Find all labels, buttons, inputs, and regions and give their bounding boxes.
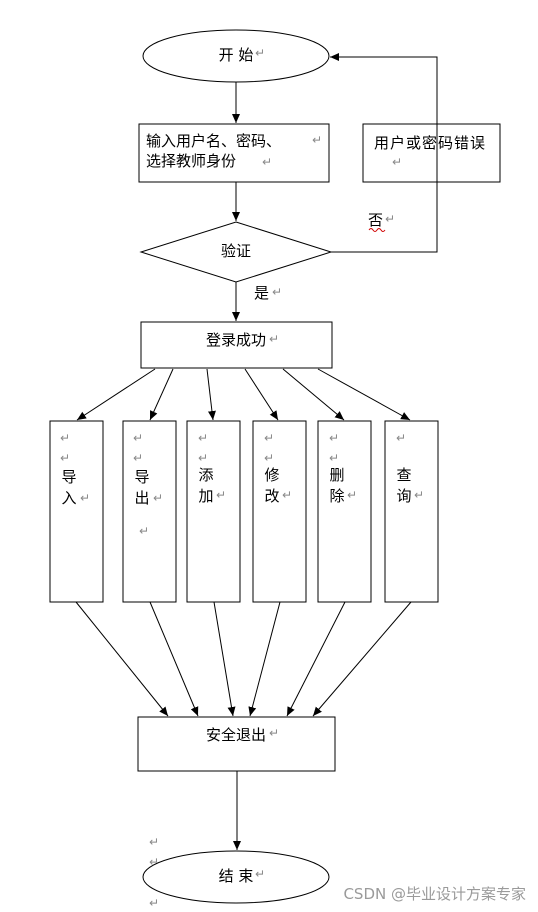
paragraph-mark: ↵ xyxy=(216,488,227,502)
modify-label: 修改 xyxy=(264,466,280,505)
end-label: 结 束 xyxy=(218,867,254,885)
edge-success-to-delete xyxy=(282,368,345,421)
paragraph-mark: ↵ xyxy=(272,285,283,299)
export-label: 导出 xyxy=(134,468,150,507)
end-terminal xyxy=(142,850,330,904)
paragraph-mark: ↵ xyxy=(255,46,266,60)
paragraph-mark: ↵ xyxy=(396,431,407,445)
paragraph-mark: ↵ xyxy=(60,451,71,465)
paragraph-mark: ↵ xyxy=(347,488,358,502)
edge-export-to-exit xyxy=(149,601,199,717)
import-box xyxy=(49,420,104,603)
edge-import-to-exit xyxy=(75,601,169,717)
paragraph-mark: ↵ xyxy=(80,491,91,505)
edge-query-to-exit xyxy=(312,601,412,717)
edge-success-to-import xyxy=(76,368,156,421)
paragraph-mark: ↵ xyxy=(198,451,209,465)
edge-success-to-add xyxy=(206,368,216,421)
edge-success-to-export xyxy=(149,368,174,421)
paragraph-mark: ↵ xyxy=(329,431,340,445)
paragraph-mark: ↵ xyxy=(60,431,71,445)
success-label: 登录成功 xyxy=(205,331,266,349)
login-success-box xyxy=(140,321,333,369)
verify-label: 验证 xyxy=(220,242,251,260)
add-box xyxy=(186,420,241,603)
paragraph-mark: ↵ xyxy=(385,212,396,226)
paragraph-mark: ↵ xyxy=(149,835,160,849)
paragraph-mark: ↵ xyxy=(133,451,144,465)
exit-box xyxy=(137,716,336,772)
watermark-text: CSDN @毕业设计方案专家 xyxy=(343,885,526,903)
exit-label: 安全退出 xyxy=(205,726,266,744)
export-box xyxy=(122,420,177,603)
query-label: 查询 xyxy=(396,466,412,505)
paragraph-mark: ↵ xyxy=(139,524,150,538)
paragraph-mark: ↵ xyxy=(269,332,280,346)
error-box xyxy=(362,123,501,183)
paragraph-mark: ↵ xyxy=(269,726,280,740)
paragraph-mark: ↵ xyxy=(153,491,164,505)
add-label: 添加 xyxy=(198,466,214,505)
spellcheck-underline xyxy=(368,228,386,232)
paragraph-mark: ↵ xyxy=(264,451,275,465)
modify-box xyxy=(252,420,307,603)
paragraph-mark: ↵ xyxy=(329,451,340,465)
paragraph-mark: ↵ xyxy=(133,431,144,445)
edge-verify-no-to-start xyxy=(330,53,438,253)
paragraph-mark: ↵ xyxy=(198,431,209,445)
paragraph-mark: ↵ xyxy=(312,133,323,147)
no-edge-label: 否 xyxy=(368,211,384,229)
paragraph-mark: ↵ xyxy=(149,896,160,910)
paragraph-mark: ↵ xyxy=(255,867,266,881)
paragraph-mark: ↵ xyxy=(264,431,275,445)
edge-modify-to-exit xyxy=(248,601,281,717)
edge-add-to-exit xyxy=(213,601,236,717)
start-label: 开 始 xyxy=(218,46,254,64)
import-label: 导入 xyxy=(61,468,77,507)
paragraph-mark: ↵ xyxy=(282,488,293,502)
edge-success-to-modify xyxy=(244,368,279,421)
delete-label: 删除 xyxy=(329,466,345,505)
paragraph-mark: ↵ xyxy=(262,155,273,169)
paragraph-mark: ↵ xyxy=(392,155,403,169)
delete-box xyxy=(317,420,372,603)
error-label: 用户或密码错误 xyxy=(374,134,487,152)
yes-edge-label: 是 xyxy=(254,284,270,302)
query-box xyxy=(384,420,439,603)
edge-success-to-query xyxy=(317,368,411,421)
edge-delete-to-exit xyxy=(286,601,346,717)
input-label: 输入用户名、密码、 选择教师身份 xyxy=(146,132,282,170)
paragraph-mark: ↵ xyxy=(149,855,160,869)
paragraph-mark: ↵ xyxy=(414,488,425,502)
input-process-box xyxy=(138,123,330,183)
